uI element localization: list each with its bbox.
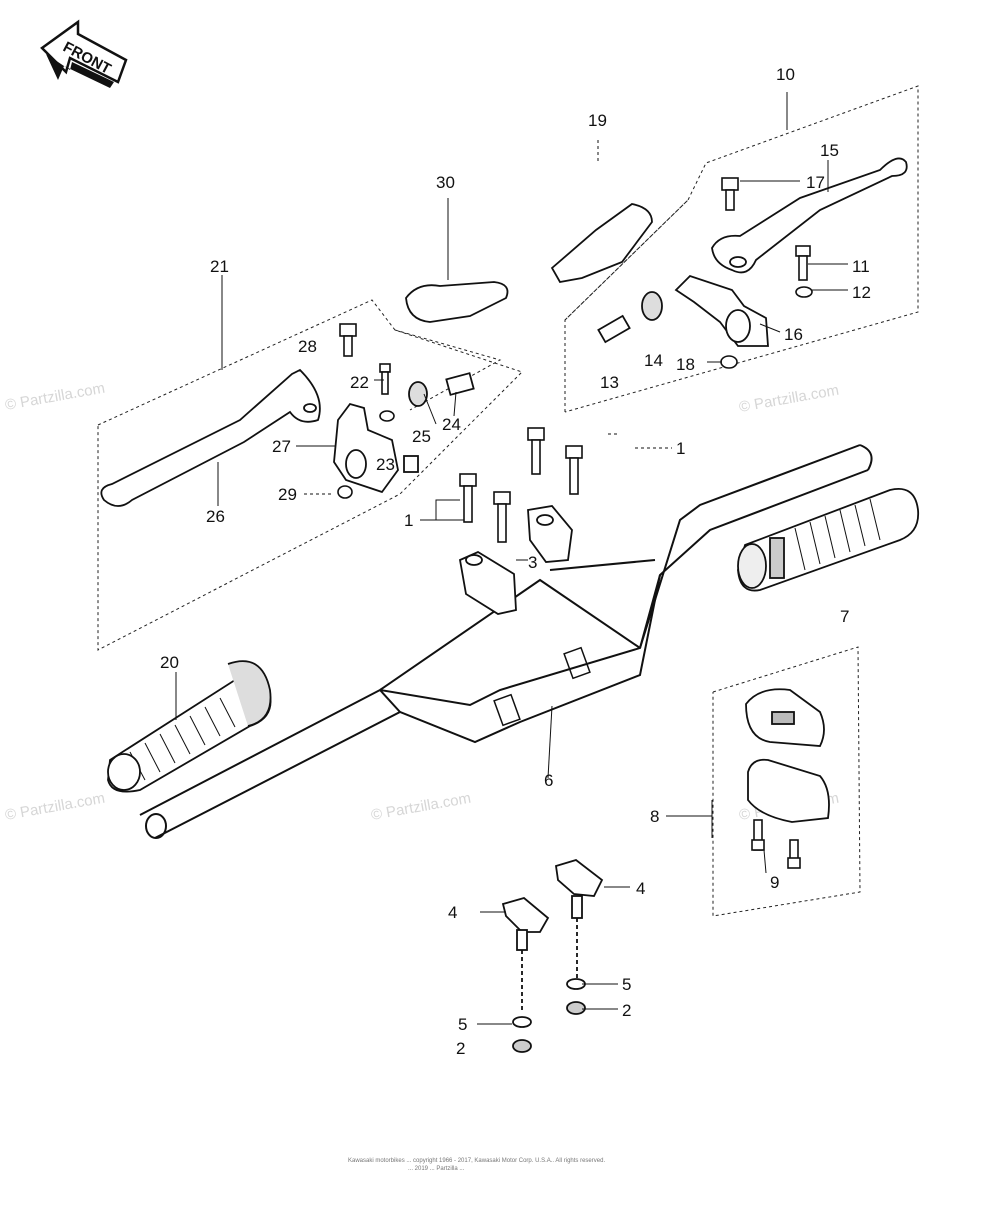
callout-10: 10 bbox=[776, 65, 795, 84]
callout-3: 3 bbox=[528, 553, 537, 572]
callout-30: 30 bbox=[436, 173, 455, 192]
callout-25: 25 bbox=[412, 427, 431, 446]
lower-clamps bbox=[501, 859, 604, 1053]
footer-line-1: Kawasaki motorbikes ... copyright 1966 -… bbox=[348, 1158, 605, 1164]
watermark: © Partzilla.com bbox=[738, 382, 840, 416]
callout-5: 5 bbox=[622, 975, 631, 994]
callout-16: 16 bbox=[784, 325, 803, 344]
callout-13: 13 bbox=[600, 373, 619, 392]
callout-29: 29 bbox=[278, 485, 297, 504]
callouts: 10 19 15 17 30 21 11 12 16 28 14 18 22 1… bbox=[160, 65, 871, 1058]
callout-1: 1 bbox=[404, 511, 413, 530]
left-lever-cover bbox=[405, 281, 509, 323]
front-arrow-badge: FRONT bbox=[40, 19, 128, 88]
callout-2: 2 bbox=[622, 1001, 631, 1020]
callout-8: 8 bbox=[650, 807, 659, 826]
callout-23: 23 bbox=[376, 455, 395, 474]
callout-28: 28 bbox=[298, 337, 317, 356]
callout-20: 20 bbox=[160, 653, 179, 672]
callout-14: 14 bbox=[644, 351, 663, 370]
callout-7: 7 bbox=[840, 607, 849, 626]
right-lever-cover bbox=[550, 203, 653, 283]
footer: Kawasaki motorbikes ... copyright 1966 -… bbox=[348, 1158, 605, 1172]
callout-9: 9 bbox=[770, 873, 779, 892]
callout-15: 15 bbox=[820, 141, 839, 160]
callout-4: 4 bbox=[448, 903, 457, 922]
leader-lines bbox=[175, 92, 848, 1025]
switch-housing bbox=[745, 688, 830, 823]
bolts bbox=[337, 177, 813, 869]
callout-27: 27 bbox=[272, 437, 291, 456]
callout-1: 1 bbox=[676, 439, 685, 458]
callout-24: 24 bbox=[442, 415, 461, 434]
callout-11: 11 bbox=[852, 257, 870, 276]
callout-2: 2 bbox=[456, 1039, 465, 1058]
handlebar-holders bbox=[458, 505, 573, 615]
watermark: © Partzilla.com bbox=[370, 790, 472, 824]
callout-17: 17 bbox=[806, 173, 825, 192]
callout-5: 5 bbox=[458, 1015, 467, 1034]
callout-6: 6 bbox=[544, 771, 553, 790]
group-outlines bbox=[97, 85, 919, 917]
footer-line-2: ... 2019 ... Partzilla ... bbox=[408, 1166, 465, 1172]
right-throttle-grip bbox=[737, 488, 920, 592]
left-lever-assembly bbox=[100, 368, 475, 507]
left-grip bbox=[107, 660, 272, 793]
callout-12: 12 bbox=[852, 283, 871, 302]
callout-18: 18 bbox=[676, 355, 695, 374]
callout-19: 19 bbox=[588, 111, 607, 130]
callout-22: 22 bbox=[350, 373, 369, 392]
callout-21: 21 bbox=[210, 257, 229, 276]
handlebar bbox=[139, 444, 873, 839]
callout-26: 26 bbox=[206, 507, 225, 526]
callout-4: 4 bbox=[636, 879, 645, 898]
watermark: © Partzilla.com bbox=[4, 380, 106, 414]
right-lever-assembly bbox=[597, 157, 908, 347]
watermark: © Partzilla.com bbox=[4, 790, 106, 824]
